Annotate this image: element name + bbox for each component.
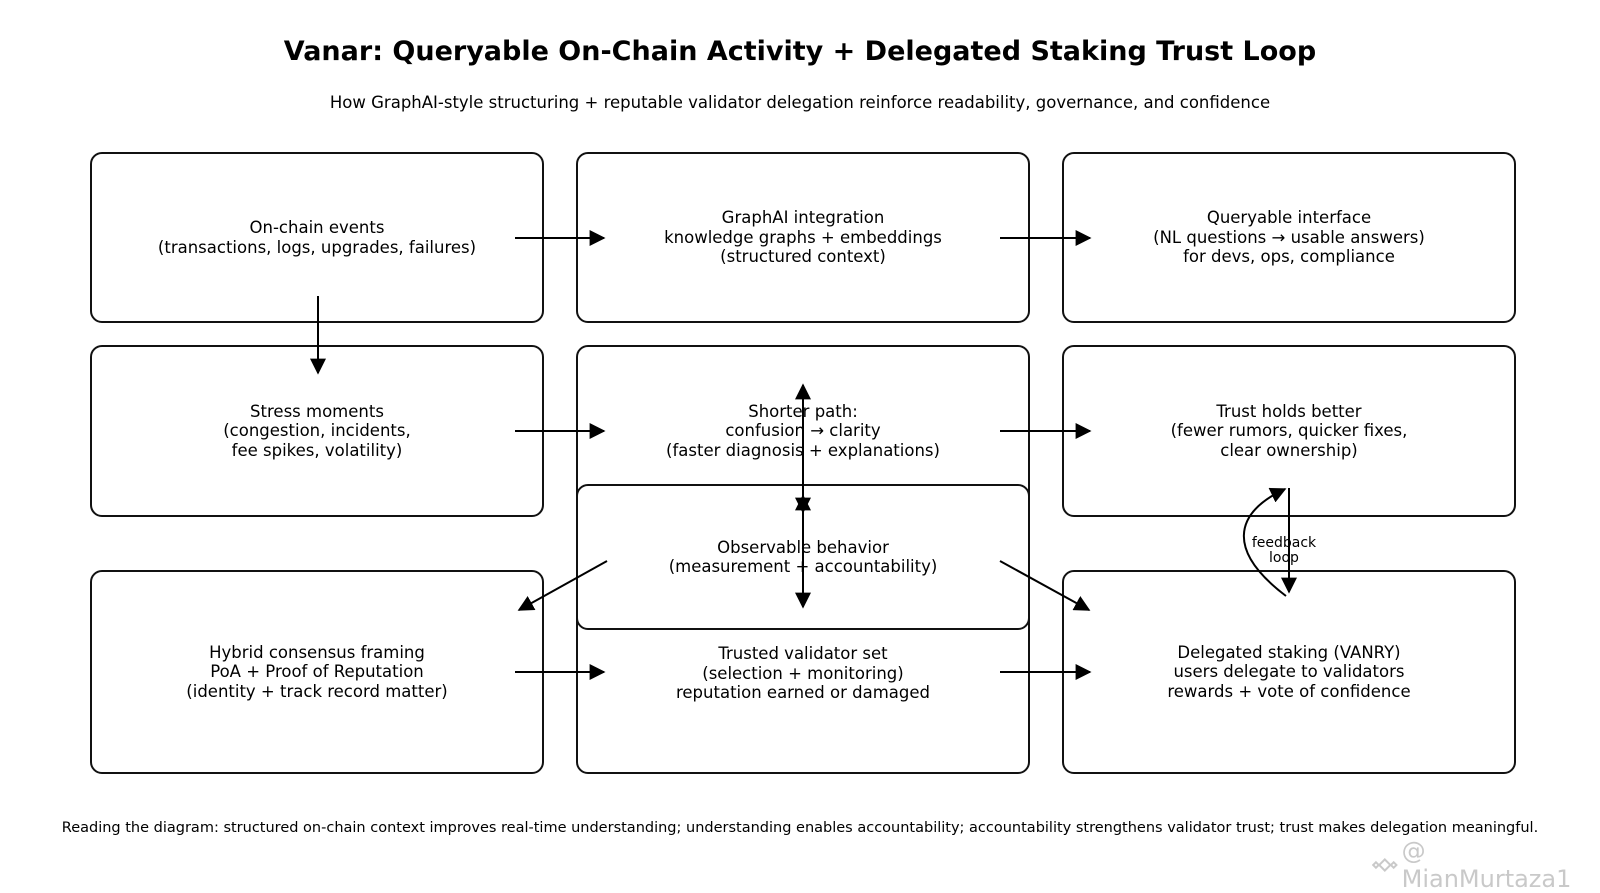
- watermark-text: @ MianMurtaza1: [1401, 837, 1572, 893]
- diagram-subtitle: How GraphAI-style structuring + reputabl…: [329, 93, 1271, 112]
- feedback-loop-label: feedback loop: [1251, 535, 1317, 566]
- box-shorter-path-text: Shorter path: confusion → clarity (faste…: [666, 401, 940, 460]
- box-graphai-integration-text: GraphAI integration knowledge graphs + e…: [664, 208, 942, 267]
- box-trust-holds: Trust holds better (fewer rumors, quicke…: [1062, 345, 1516, 517]
- box-hybrid-consensus: Hybrid consensus framing PoA + Proof of …: [90, 570, 544, 774]
- watermark: @ MianMurtaza1: [1372, 837, 1600, 893]
- diagram-title: Vanar: Queryable On-Chain Activity + Del…: [283, 36, 1317, 67]
- box-onchain-events: On-chain events (transactions, logs, upg…: [90, 152, 544, 323]
- box-queryable-interface: Queryable interface (NL questions → usab…: [1062, 152, 1516, 323]
- box-hybrid-consensus-text: Hybrid consensus framing PoA + Proof of …: [186, 642, 448, 701]
- box-graphai-integration: GraphAI integration knowledge graphs + e…: [576, 152, 1030, 323]
- box-stress-moments-text: Stress moments (congestion, incidents, f…: [223, 401, 411, 460]
- box-trusted-validators-text: Trusted validator set (selection + monit…: [675, 644, 930, 702]
- box-onchain-events-text: On-chain events (transactions, logs, upg…: [157, 218, 477, 257]
- box-delegated-staking-text: Delegated staking (VANRY) users delegate…: [1167, 642, 1411, 701]
- box-observable-behavior-text: Observable behavior (measurement + accou…: [668, 537, 938, 577]
- box-stress-moments: Stress moments (congestion, incidents, f…: [90, 345, 544, 517]
- box-delegated-staking: Delegated staking (VANRY) users delegate…: [1062, 570, 1516, 774]
- binance-logo-icon: [1372, 858, 1398, 872]
- box-queryable-interface-text: Queryable interface (NL questions → usab…: [1153, 208, 1425, 267]
- diagram-footer: Reading the diagram: structured on-chain…: [61, 820, 1539, 836]
- box-trust-holds-text: Trust holds better (fewer rumors, quicke…: [1170, 401, 1408, 460]
- box-observable-behavior: Observable behavior (measurement + accou…: [576, 484, 1030, 630]
